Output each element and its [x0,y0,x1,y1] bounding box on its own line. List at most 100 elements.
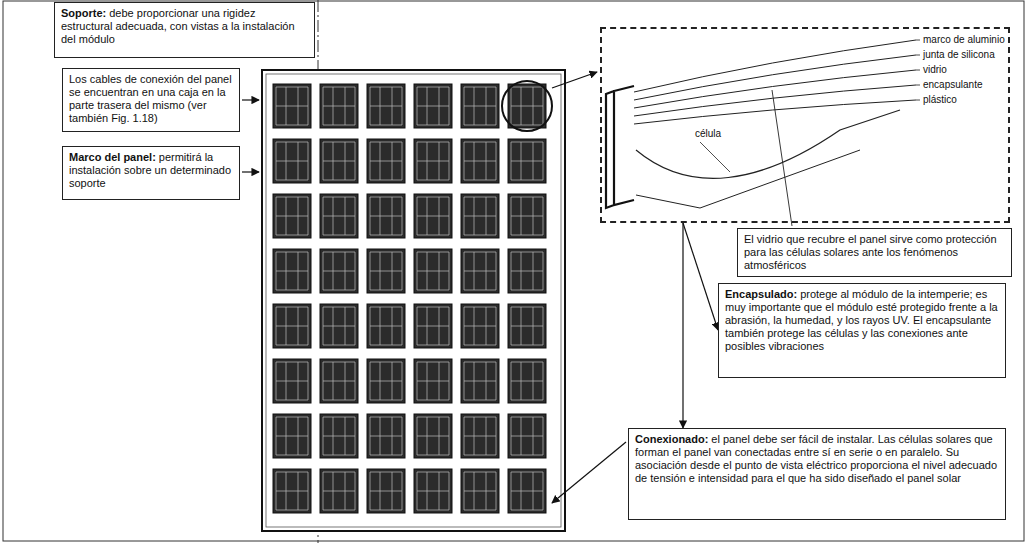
solar-cell [320,139,358,183]
cell-body [273,84,311,128]
solar-cell [414,304,452,348]
cell-grid [417,87,449,125]
solar-cell [273,304,311,348]
solar-cells [273,84,546,513]
cell-grid [417,472,449,510]
cell-body [508,194,546,238]
solar-cell [461,84,499,128]
cell-body [320,249,358,293]
cell-grid [417,252,449,290]
cell-body [414,139,452,183]
part-label: encapsulante [922,79,984,91]
solar-cell [320,304,358,348]
callout-heading: Soporte: [61,7,106,19]
leader-line [916,55,920,56]
cell-grid [464,252,496,290]
cell-body [461,249,499,293]
callout-box: Encapsulado:protege al módulo de la inte… [718,283,1006,378]
callout-heading: Marco del panel: [69,151,156,163]
cell-grid [276,197,308,235]
cell-grid [323,417,355,455]
cell-grid [276,417,308,455]
cell-body [273,414,311,458]
solar-cell [273,84,311,128]
cell-grid [511,417,543,455]
callout-text: El vidrio que recubre el panel sirve com… [744,233,997,271]
solar-cell [414,194,452,238]
solar-cell [273,249,311,293]
aluminium-frame-profile [606,86,634,208]
layer-line [634,55,916,100]
solar-cell [461,139,499,183]
part-label: célula [694,128,722,140]
cell-body [414,194,452,238]
cell-grid [417,197,449,235]
cell-body [508,249,546,293]
back-sheet [636,150,860,208]
connector-arrow [682,223,683,428]
part-label: plástico [922,94,958,106]
callout-box: Marco del panel:permitirá la instalación… [62,146,240,200]
cell-grid [417,307,449,345]
cell-body [508,359,546,403]
solar-cell [367,249,405,293]
solar-cell [273,359,311,403]
cell-grid [323,197,355,235]
leader-line [916,70,920,71]
cell-body [273,469,311,513]
cell-body [414,304,452,348]
cell-grid [276,142,308,180]
solar-cell [320,249,358,293]
cable-arrow [242,99,259,100]
cell-sheet [636,110,900,178]
cell-grid [464,307,496,345]
callout-box: Los cables de conexión del panel se encu… [62,68,240,132]
cell-grid [276,472,308,510]
solar-cell [367,304,405,348]
solar-cell [367,469,405,513]
cell-body [273,139,311,183]
cell-body [367,194,405,238]
cell-grid [417,362,449,400]
cell-body [461,414,499,458]
cell-body [320,469,358,513]
cell-body [273,304,311,348]
cell-grid [511,252,543,290]
cell-grid [511,362,543,400]
leader-line [916,100,920,101]
detail-arrow [552,72,597,88]
solar-cell [508,139,546,183]
cell-grid [464,87,496,125]
solar-cell [461,469,499,513]
cell-grid [464,142,496,180]
cell-body [320,359,358,403]
cell-body [273,249,311,293]
solar-cell [320,359,358,403]
connection-arrow [552,442,626,503]
cell-body [273,194,311,238]
cell-grid [276,87,308,125]
solar-cell [320,469,358,513]
solar-cell [367,84,405,128]
solar-cell [367,139,405,183]
frame-arrow [242,171,259,172]
cell-grid [323,362,355,400]
solar-panel-frame [262,70,565,531]
cell-body [414,414,452,458]
cell-body [367,469,405,513]
cell-grid [370,252,402,290]
solar-cell [508,469,546,513]
solar-cell [414,414,452,458]
cell-grid [276,362,308,400]
cell-grid [417,142,449,180]
figure-frame [3,1,1024,541]
solar-cell [414,139,452,183]
cell-grid [511,142,543,180]
solar-cell [320,194,358,238]
cell-body [461,194,499,238]
cell-body [320,139,358,183]
connector-arrow [683,223,718,330]
solar-cell [367,359,405,403]
detail-box: marco de aluminiojunta de siliconavidrio… [600,27,1010,223]
